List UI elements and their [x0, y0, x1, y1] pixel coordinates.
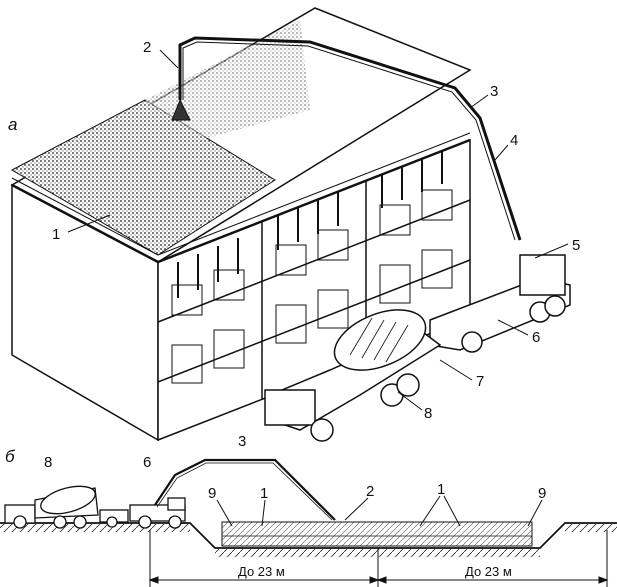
callout-b-6: 6: [143, 454, 151, 471]
mixer-truck-b: [4, 485, 99, 529]
callout-b-8: 8: [44, 454, 52, 471]
callout-1: 1: [52, 226, 60, 243]
callout-b-1-left: 1: [260, 485, 268, 502]
callout-b-2: 2: [366, 483, 374, 500]
callout-8: 8: [424, 405, 432, 422]
pump-boom-a: [171, 36, 522, 241]
concreted-roof-area: [10, 99, 276, 256]
callout-2: 2: [143, 39, 151, 56]
callout-4: 4: [510, 132, 518, 149]
callout-b-3: 3: [238, 433, 246, 450]
callout-7: 7: [476, 373, 484, 390]
callout-6: 6: [532, 329, 540, 346]
callout-3: 3: [490, 83, 498, 100]
panel-a-label: а: [8, 115, 17, 134]
mixer-truck-a: [264, 309, 442, 442]
dimension-left: До 23 м: [238, 564, 285, 579]
pump-truck-a: [429, 254, 571, 353]
callout-b-1-right: 1: [437, 481, 445, 498]
dimension-right: До 23 м: [465, 564, 512, 579]
pump-truck-b: [99, 497, 186, 529]
building-isometric: [10, 7, 472, 442]
section-b: 8 6 3 9 1 2 1 9 До 23 м До 23 м: [0, 433, 617, 587]
callout-b-9-left: 9: [208, 485, 216, 502]
callout-5: 5: [572, 237, 580, 254]
foundation-slab: [221, 521, 533, 547]
panel-b-label: б: [5, 447, 16, 466]
callout-b-9-right: 9: [538, 485, 546, 502]
pump-boom-b: [154, 458, 336, 521]
